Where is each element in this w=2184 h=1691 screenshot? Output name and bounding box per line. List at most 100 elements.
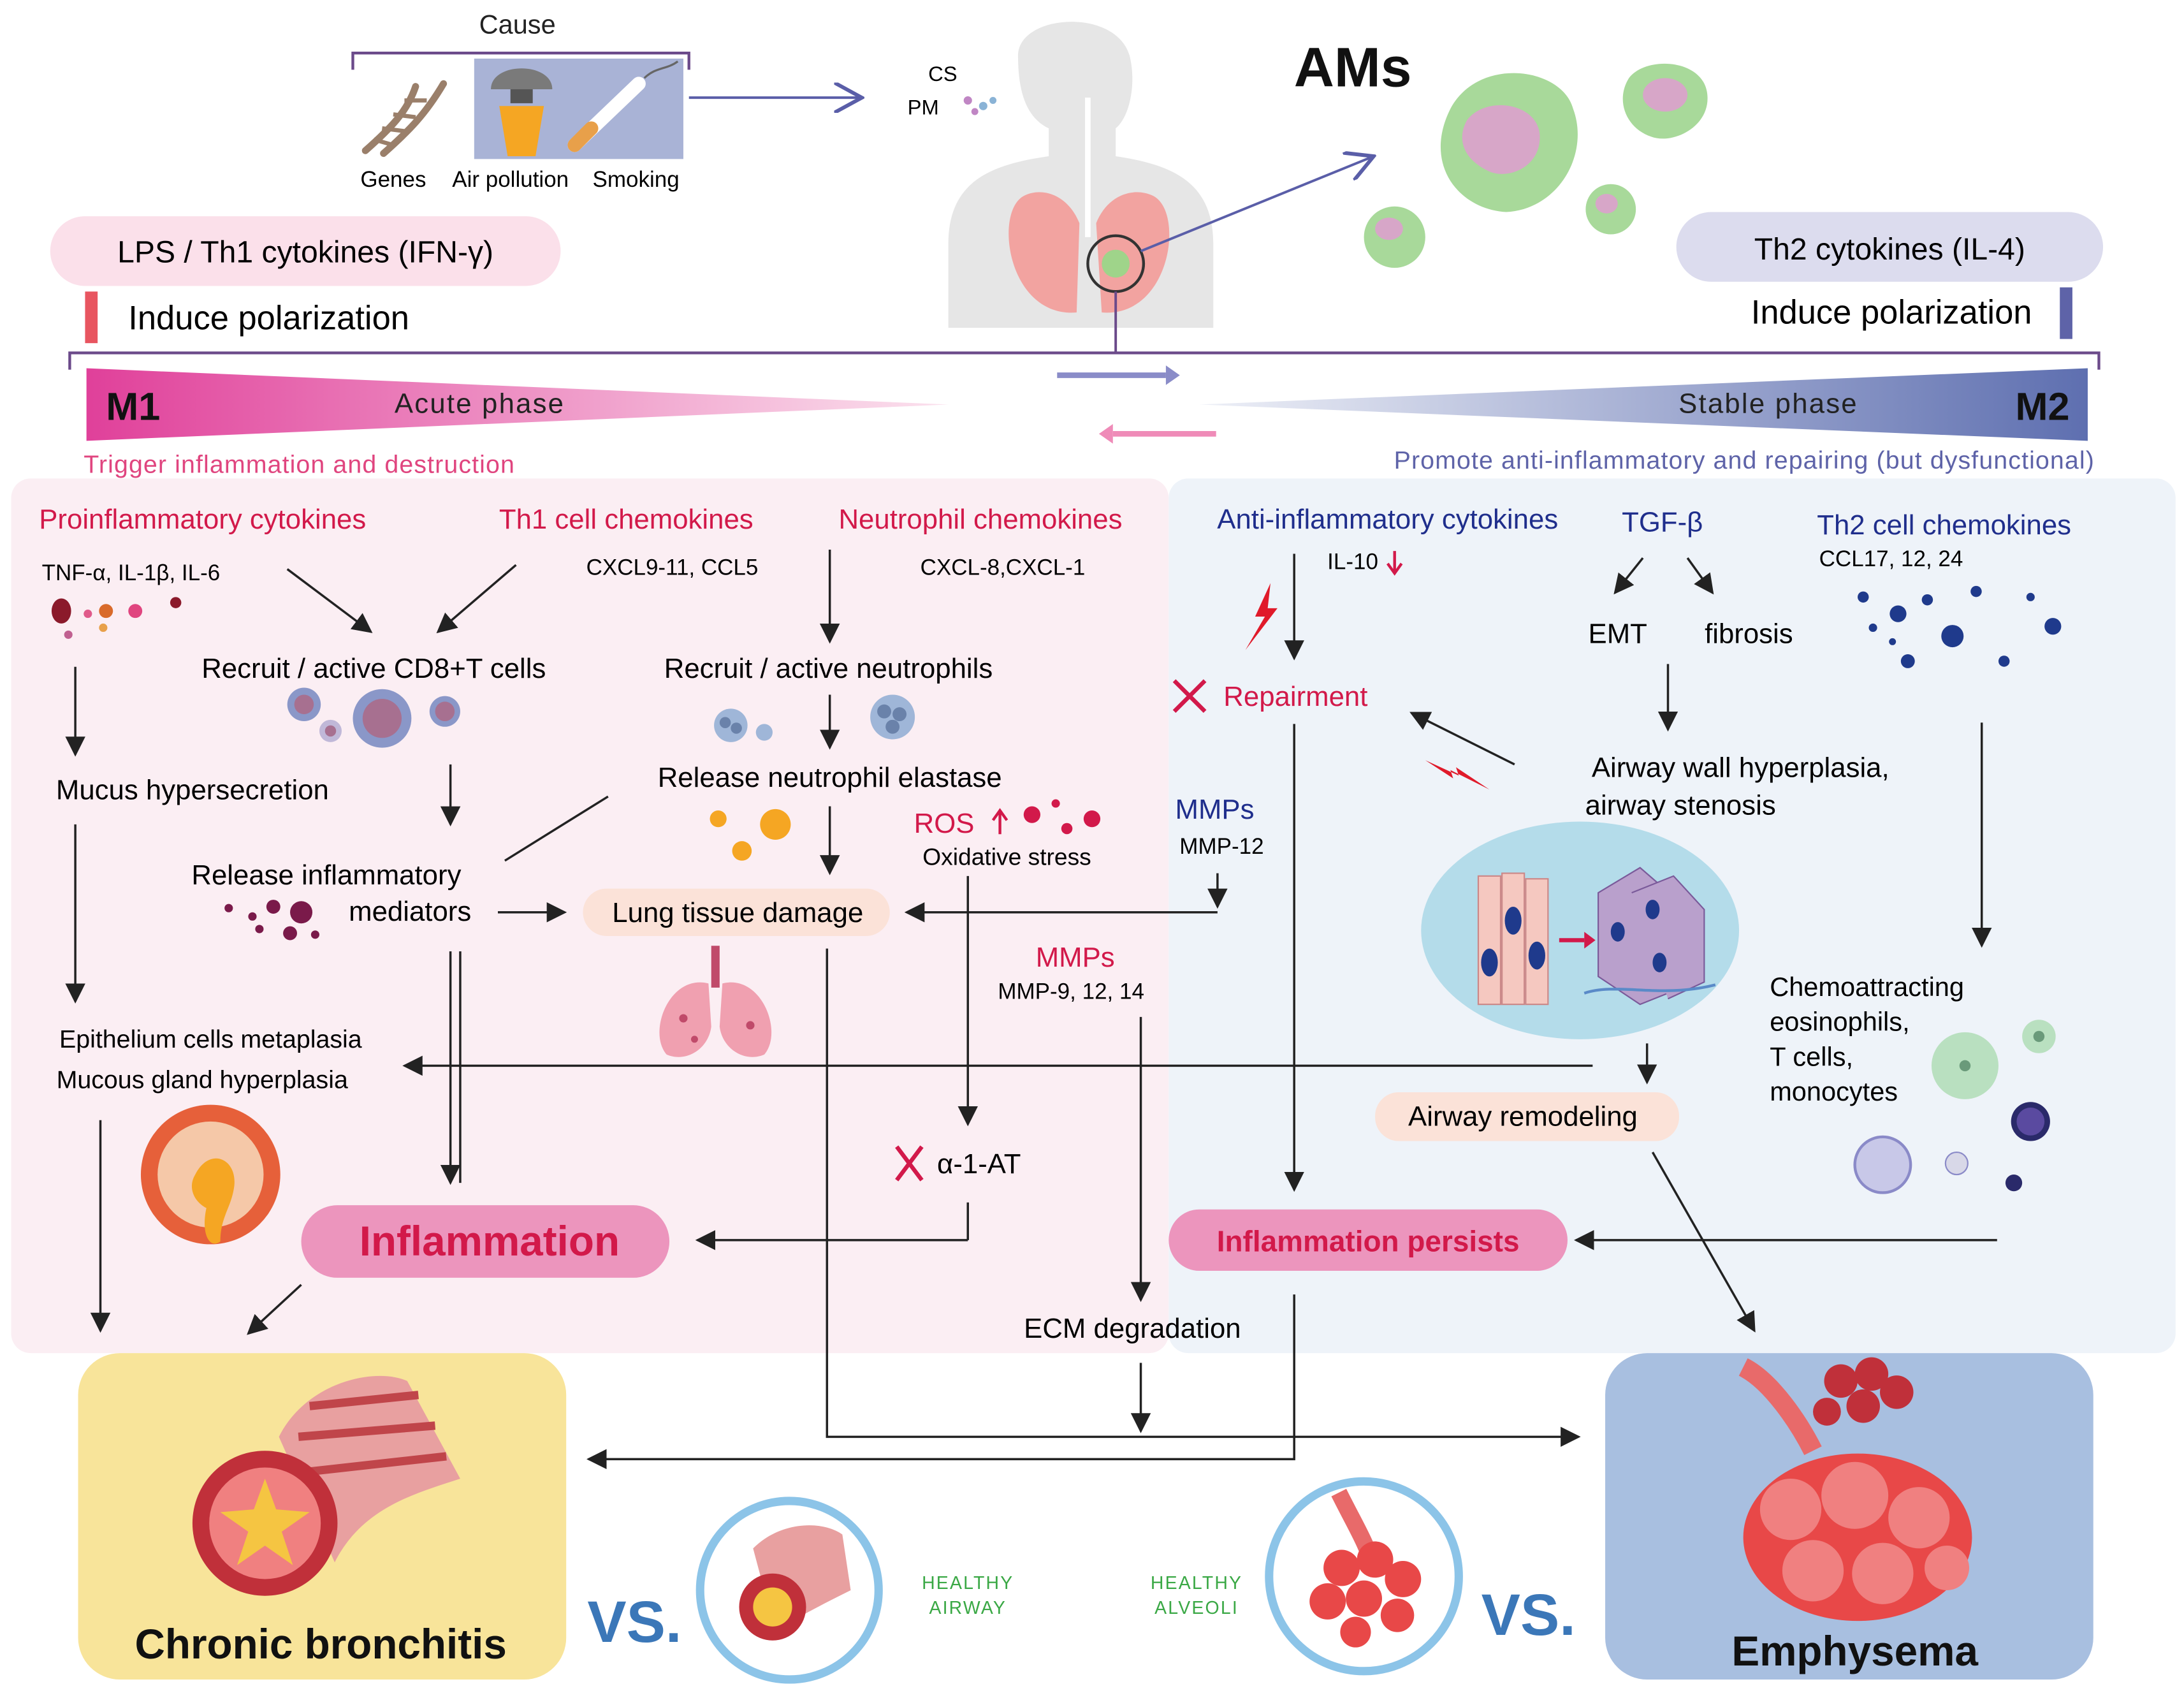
ams-zoom-arrow	[1140, 156, 1374, 253]
human-lung-figure: CS PM	[908, 22, 1374, 353]
th1-chemokines-items: CXCL9-11, CCL5	[586, 555, 759, 580]
arrow-persists-to-bronchitis	[586, 1294, 1295, 1470]
emphysema-alveoli-icon	[1738, 1357, 1972, 1621]
stable-phase-label: Stable phase	[1678, 388, 1858, 420]
acute-phase-label: Acute phase	[395, 388, 565, 420]
arrow-inflammation-to-bronchitis	[247, 1284, 302, 1335]
arrow-remodeling-to-emphysema	[1651, 1152, 1756, 1333]
chemoattract-line1: Chemoattracting	[1770, 972, 1964, 1002]
ecm-section: ECM degradation	[586, 948, 1581, 1470]
arrow-airway-wall-to-repairment	[1409, 712, 1515, 766]
emt-label: EMT	[1589, 619, 1647, 650]
recruit-cd8-label: Recruit / active CD8+T cells	[201, 653, 546, 684]
arrow-th1-to-cd8	[436, 564, 517, 634]
phase-bracket	[68, 351, 2100, 370]
arrow-tgf-to-fibrosis	[1686, 557, 1714, 595]
ros-up-arrow-icon	[991, 808, 1008, 835]
arrow-damage-to-emphysema	[826, 948, 1581, 1447]
macrophage-icon-4	[1585, 184, 1636, 235]
m1-gradient-wedge	[86, 368, 949, 441]
epithelium-line2: Mucous gland hyperplasia	[57, 1065, 348, 1094]
macrophage-icon-3	[1364, 206, 1425, 268]
m2-inducer-label: Th2 cytokines (IL-4)	[1754, 232, 2025, 267]
healthy-alveoli-line1: HEALTHY	[1151, 1573, 1242, 1593]
ams-title: AMs	[1294, 36, 1412, 99]
release-mediators-line2: mediators	[349, 896, 471, 927]
m2-inducer-pill	[1676, 212, 2104, 282]
recruit-neutrophils-label: Recruit / active neutrophils	[664, 653, 993, 684]
vs-right: VS.	[1481, 1583, 1576, 1648]
exposure-cs: CS	[928, 62, 957, 85]
ecm-label: ECM degradation	[1024, 1313, 1241, 1344]
proinflammatory-title: Proinflammatory cytokines	[39, 504, 366, 535]
emphysema-box: Emphysema	[1605, 1353, 2093, 1680]
cd8-cells-icon	[287, 687, 460, 748]
lightning-icon	[1245, 583, 1278, 650]
m2-panel-content: Anti-inflammatory cytokines IL-10 TGF-β …	[402, 504, 2071, 1333]
mmps-m1-items: MMP-9, 12, 14	[998, 979, 1144, 1004]
cause-smoking: Smoking	[593, 167, 680, 192]
cigarette-icon	[567, 60, 679, 152]
link-elastase-to-mediators	[504, 795, 609, 862]
vs-left: VS.	[587, 1590, 681, 1655]
m2-induce-polarization: Induce polarization	[1751, 294, 2032, 332]
th1-chemokines-title: Th1 cell chemokines	[499, 504, 753, 535]
lightning-icon-2	[1425, 760, 1490, 790]
arrow-proinflam-to-cd8	[286, 568, 373, 633]
emphysema-label: Emphysema	[1731, 1628, 1978, 1674]
inflammation-persists-label: Inflammation persists	[1217, 1224, 1520, 1257]
m1-inducer: LPS / Th1 cytokines (IFN-γ) Induce polar…	[50, 216, 561, 344]
il10-down-arrow-icon	[1386, 551, 1403, 576]
m2-gradient-wedge	[1199, 368, 2088, 441]
il10-label: IL-10	[1327, 550, 1378, 575]
chemoattract-line3: T cells,	[1770, 1041, 1853, 1071]
fibrosis-label: fibrosis	[1705, 619, 1793, 650]
inflammation-label: Inflammation	[360, 1218, 620, 1264]
macrophage-icon-2	[1622, 63, 1708, 139]
chronic-bronchitis-label: Chronic bronchitis	[135, 1621, 506, 1667]
tgf-label: TGF-β	[1622, 507, 1703, 538]
repairment-x-icon	[1172, 679, 1207, 714]
m1-induce-polarization: Induce polarization	[128, 299, 409, 337]
m1-inducer-pill	[50, 216, 561, 286]
ros-burst-icon	[1023, 799, 1101, 835]
anti-inflammatory-title: Anti-inflammatory cytokines	[1217, 504, 1558, 535]
bronchus-icon	[192, 1375, 460, 1596]
m2-color-marker	[2060, 287, 2072, 339]
mmps-m2-title: MMPs	[1176, 794, 1255, 825]
chemoattract-line4: monocytes	[1770, 1076, 1898, 1106]
emt-cells-illustration	[1421, 821, 1740, 1039]
shift-to-m1-arrowhead	[1098, 424, 1113, 444]
cause-genes: Genes	[360, 167, 426, 192]
shift-to-m2-arrowhead	[1165, 365, 1180, 385]
healthy-airway-line1: HEALTHY	[922, 1573, 1014, 1593]
cause-bracket	[351, 51, 690, 70]
airway-remodeling-pill	[1375, 1092, 1679, 1141]
m1-inducer-label: LPS / Th1 cytokines (IFN-γ)	[117, 235, 493, 269]
chronic-bronchitis-box: Chronic bronchitis	[78, 1353, 567, 1680]
m2-inducer: Th2 cytokines (IL-4) Induce polarization	[1676, 212, 2104, 339]
inflammation-persists-pill	[1168, 1209, 1568, 1271]
oxidative-stress-label: Oxidative stress	[922, 843, 1091, 870]
alveolar-macrophages: AMs	[1294, 36, 1708, 268]
airway-remodeling-label: Airway remodeling	[1408, 1101, 1638, 1132]
elastase-burst-icon	[710, 809, 791, 861]
mucus-gland-icon	[140, 1104, 280, 1245]
chemokine-dots-icon	[1858, 585, 2062, 668]
mmps-m1-title: MMPs	[1036, 942, 1115, 973]
cytokine-dots-icon	[51, 597, 182, 639]
m1-panel-content: Proinflammatory cytokines TNF-α, IL-1β, …	[39, 504, 1144, 1335]
phase-bar: M1 M2 Acute phase Stable phase Trigger i…	[68, 351, 2100, 479]
airway-wall-line1: Airway wall hyperplasia,	[1592, 752, 1889, 784]
exposure-pm: PM	[908, 95, 939, 119]
immune-cells-icon	[1853, 1020, 2056, 1194]
repairment-label: Repairment	[1223, 681, 1367, 712]
mediator-dots-icon	[224, 900, 319, 941]
healthy-airway-line2: AIRWAY	[929, 1598, 1007, 1618]
m1-label: M1	[106, 384, 160, 428]
release-elastase-label: Release neutrophil elastase	[658, 762, 1002, 793]
m1-color-marker	[85, 291, 98, 344]
ros-label: ROS	[914, 808, 975, 839]
